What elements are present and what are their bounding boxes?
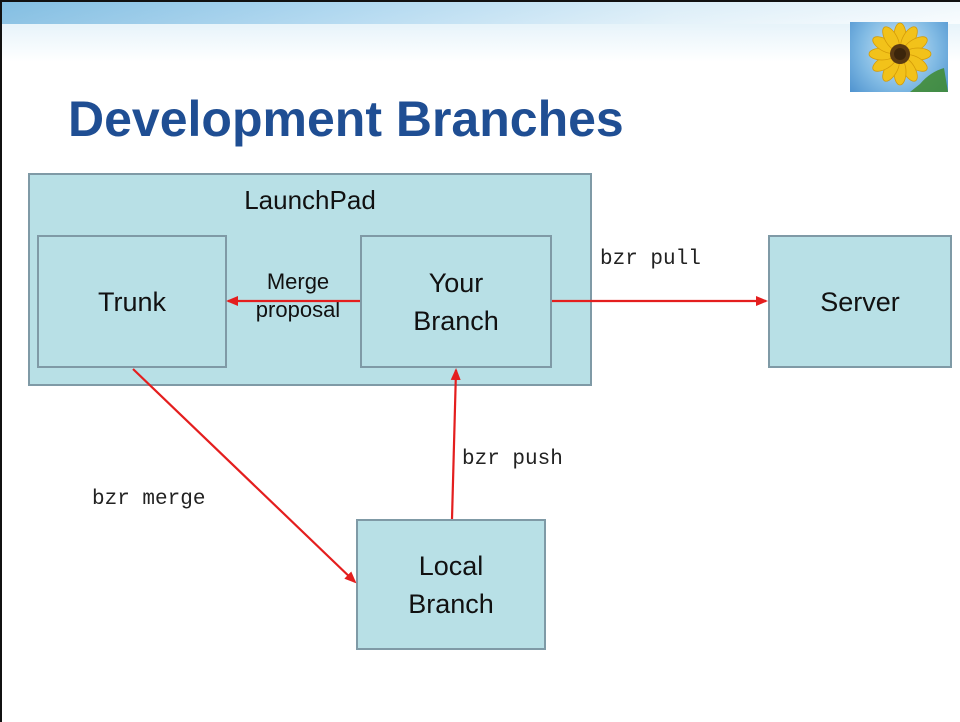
your-branch-node: Your Branch	[360, 235, 552, 368]
your-branch-label-line-1: Your	[428, 267, 484, 298]
local-branch-label-line-2: Branch	[408, 588, 494, 619]
merge-proposal-label: Merge proposal	[242, 268, 354, 324]
sunflower-icon	[868, 22, 948, 92]
bzr-pull-label: bzr pull	[600, 248, 701, 271]
merge-proposal-line-2: proposal	[255, 297, 341, 322]
local-branch-node: Local Branch	[356, 519, 546, 650]
bzr-merge-arrow	[132, 368, 357, 584]
bzr-merge-label: bzr merge	[92, 488, 206, 511]
sunflower-image	[850, 22, 948, 92]
your-branch-label-line-2: Branch	[413, 305, 499, 336]
merge-proposal-line-1: Merge	[266, 269, 330, 294]
local-branch-label-line-1: Local	[418, 550, 484, 581]
trunk-node: Trunk	[37, 235, 227, 368]
launchpad-label: LaunchPad	[244, 185, 376, 215]
slide-title: Development Branches	[68, 91, 624, 147]
bzr-push-arrow	[450, 368, 461, 520]
header-band	[2, 2, 960, 62]
trunk-label: Trunk	[97, 286, 166, 317]
server-label: Server	[820, 286, 900, 317]
bzr-push-label: bzr push	[462, 448, 563, 471]
server-node: Server	[768, 235, 952, 368]
